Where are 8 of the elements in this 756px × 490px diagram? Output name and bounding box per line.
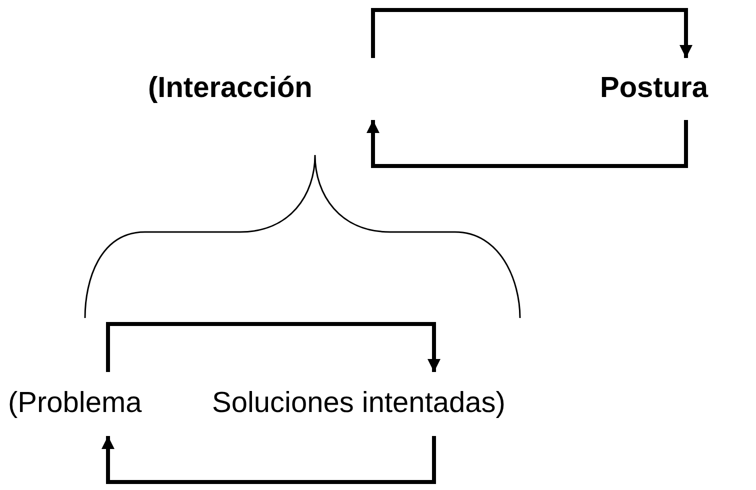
arrow xyxy=(106,322,441,372)
arrow xyxy=(366,120,688,168)
node-label: (Interacción xyxy=(148,73,312,105)
node-label: Postura xyxy=(600,73,708,105)
node-label: (Problema xyxy=(8,388,142,420)
arrow xyxy=(101,436,436,484)
node-label: Soluciones intentadas) xyxy=(212,388,506,420)
arrow xyxy=(371,8,693,58)
